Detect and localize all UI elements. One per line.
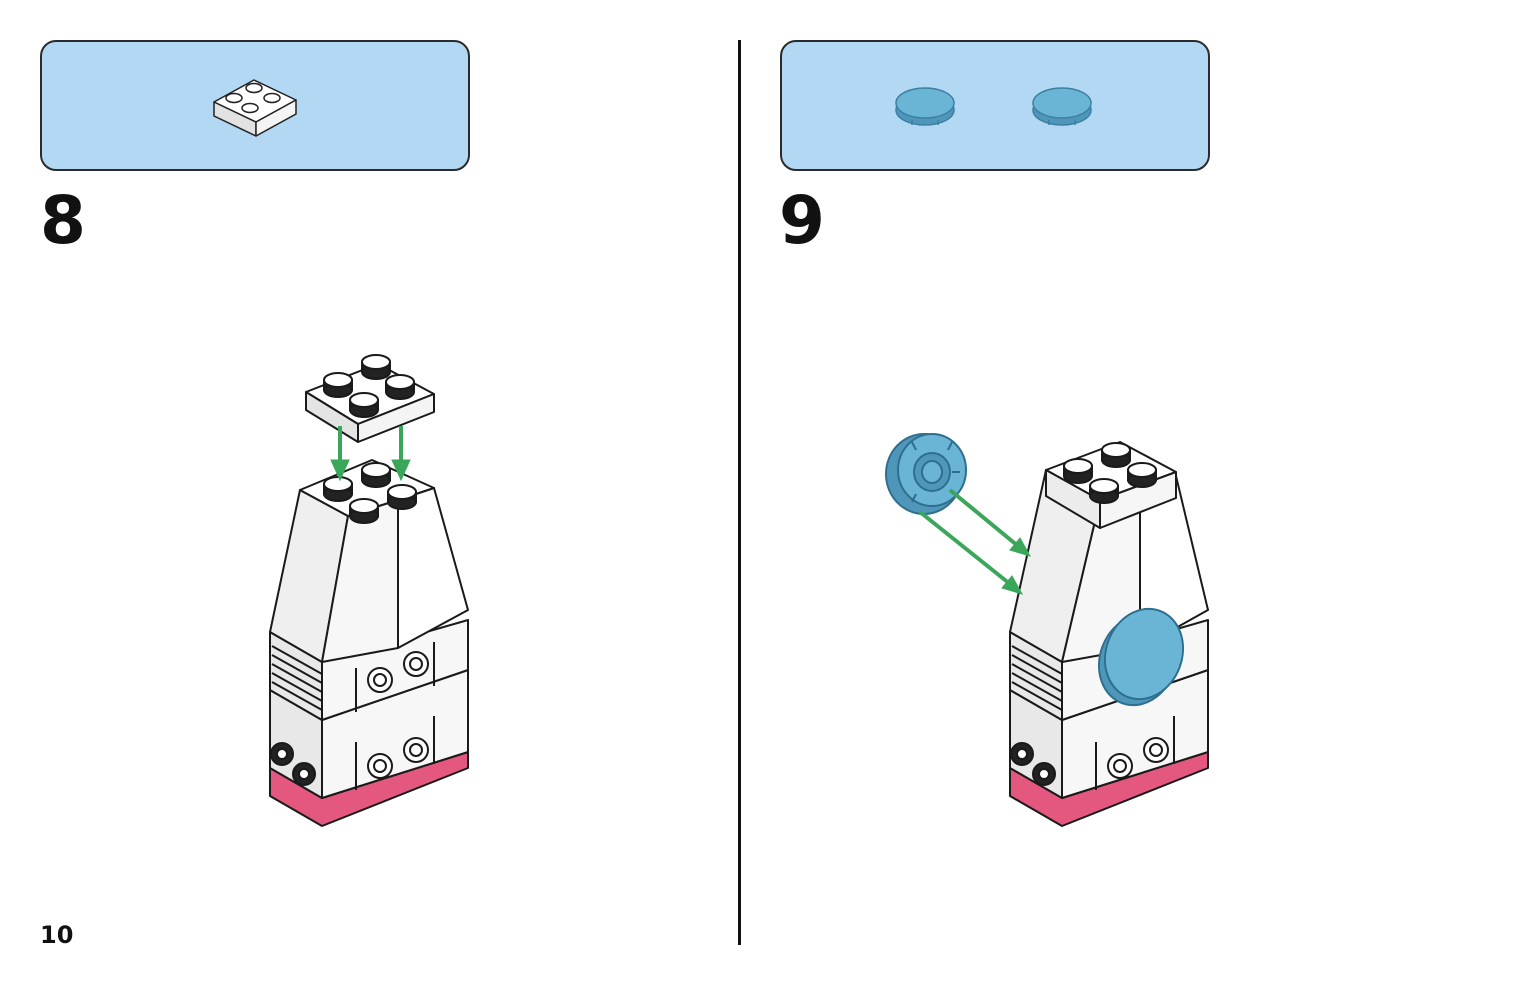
arrow-diagonal-icon xyxy=(918,488,1032,595)
step-8-illustration xyxy=(269,354,469,827)
top-studs xyxy=(323,462,417,524)
floating-round-tile xyxy=(885,433,967,515)
attached-round-tile xyxy=(1097,607,1185,707)
round-tile-1 xyxy=(895,87,955,126)
page-divider xyxy=(738,40,741,945)
round-tile-part-icons xyxy=(895,87,1092,126)
step-8-number: 8 xyxy=(40,182,86,259)
floating-plate-2x2 xyxy=(305,354,435,443)
round-tile-2 xyxy=(1032,87,1092,126)
grille-lines xyxy=(271,645,323,711)
step-9-parts-box xyxy=(780,40,1210,171)
arrow-down-icon xyxy=(330,426,411,482)
step-9-number: 9 xyxy=(779,182,825,259)
step-8-parts-box xyxy=(40,40,470,171)
page-number: 10 xyxy=(40,921,74,949)
plate-2x2-part-icon xyxy=(213,79,297,137)
